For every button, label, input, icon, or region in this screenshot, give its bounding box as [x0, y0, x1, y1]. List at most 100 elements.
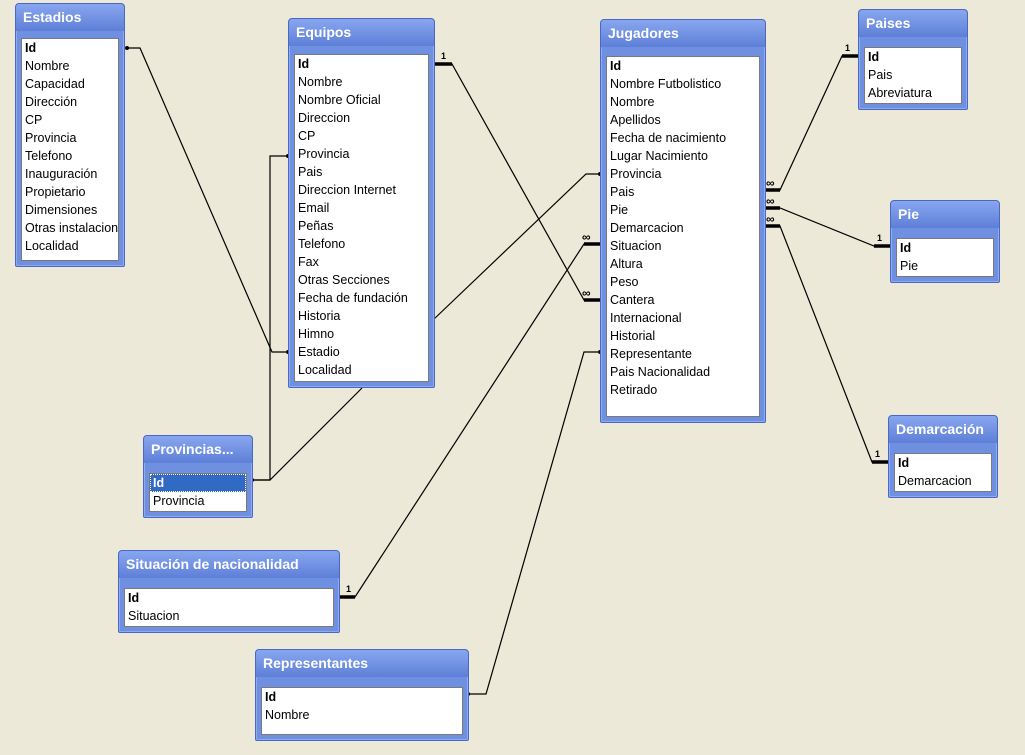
- cardinality-one-label: 1: [875, 449, 880, 459]
- table-jugadores[interactable]: Jugadores Id Nombre Futbolistico Nombre …: [600, 19, 766, 423]
- cardinality-one-label: 1: [877, 233, 882, 243]
- table-title[interactable]: Jugadores: [601, 20, 765, 47]
- field-primary-key[interactable]: Id: [610, 59, 622, 73]
- field[interactable]: Otras instalaciones: [25, 221, 118, 235]
- field[interactable]: CP: [25, 113, 43, 127]
- relation-pie-jugadores: [764, 207, 890, 247]
- field-primary-key[interactable]: Id: [265, 690, 277, 704]
- field[interactable]: Fecha de nacimiento: [610, 131, 727, 145]
- field[interactable]: Pais: [868, 68, 893, 82]
- table-estadios[interactable]: Estadios Id Nombre Capacidad Dirección C…: [15, 3, 125, 267]
- table-title[interactable]: Equipos: [289, 19, 434, 46]
- relation-demarcacion-jugadores: [764, 225, 888, 463]
- field[interactable]: Abreviatura: [868, 86, 932, 100]
- table-provincias[interactable]: Provincias... Id Provincia: [143, 435, 253, 518]
- table-title[interactable]: Pie: [891, 201, 999, 228]
- field-list[interactable]: Id Nombre: [261, 687, 463, 735]
- field[interactable]: Himno: [298, 327, 335, 341]
- field-primary-key[interactable]: Id: [298, 57, 310, 71]
- field[interactable]: Dimensiones: [25, 203, 98, 217]
- field[interactable]: Apellidos: [610, 113, 661, 127]
- table-title[interactable]: Demarcación: [889, 416, 997, 443]
- field-list[interactable]: Id Provincia: [149, 473, 247, 512]
- field[interactable]: Nombre: [265, 708, 310, 722]
- field[interactable]: Peñas: [298, 219, 334, 233]
- table-demarcacion[interactable]: Demarcación Id Demarcacion: [888, 415, 998, 498]
- table-title[interactable]: Estadios: [16, 4, 124, 31]
- cardinality-many-label: ∞: [766, 176, 775, 190]
- cardinality-many-label: ∞: [766, 194, 775, 208]
- table-title[interactable]: Provincias...: [144, 436, 252, 463]
- field-primary-key[interactable]: Id: [150, 474, 246, 492]
- field[interactable]: Provincia: [610, 167, 662, 181]
- field[interactable]: Representante: [610, 347, 693, 361]
- table-pie[interactable]: Pie Id Pie: [890, 200, 1000, 283]
- field[interactable]: Pais: [610, 185, 635, 199]
- field[interactable]: Dirección: [25, 95, 78, 109]
- field[interactable]: Provincia: [298, 147, 350, 161]
- field[interactable]: Pais: [298, 165, 323, 179]
- field-primary-key[interactable]: Id: [898, 456, 910, 470]
- relation-representantes-jugadores: [468, 351, 600, 695]
- table-title[interactable]: Situación de nacionalidad: [119, 551, 339, 578]
- table-title[interactable]: Representantes: [256, 650, 468, 677]
- field[interactable]: Demarcacion: [898, 474, 972, 488]
- table-paises[interactable]: Paises Id Pais Abreviatura: [858, 9, 968, 110]
- field[interactable]: Telefono: [25, 149, 73, 163]
- field[interactable]: Provincia: [153, 494, 205, 508]
- field[interactable]: Altura: [610, 257, 643, 271]
- field[interactable]: Internacional: [610, 311, 682, 325]
- field[interactable]: Telefono: [298, 237, 346, 251]
- field-list[interactable]: Id Situacion: [124, 588, 334, 627]
- field-list[interactable]: Id Nombre Capacidad Dirección CP Provinc…: [21, 38, 119, 261]
- table-representantes[interactable]: Representantes Id Nombre: [255, 649, 469, 741]
- field[interactable]: Otras Secciones: [298, 273, 390, 287]
- field[interactable]: Capacidad: [25, 77, 85, 91]
- field[interactable]: Situacion: [610, 239, 662, 253]
- field[interactable]: Pie: [610, 203, 629, 217]
- field-list[interactable]: Id Pie: [896, 238, 994, 277]
- field-primary-key[interactable]: Id: [25, 41, 37, 55]
- field[interactable]: Localidad: [298, 363, 352, 377]
- field-primary-key[interactable]: Id: [128, 591, 140, 605]
- field[interactable]: Provincia: [25, 131, 77, 145]
- table-equipos[interactable]: Equipos Id Nombre Nombre Oficial Direcci…: [288, 18, 435, 388]
- field[interactable]: Email: [298, 201, 330, 215]
- field[interactable]: Nombre Oficial: [298, 93, 381, 107]
- field[interactable]: Pais Nacionalidad: [610, 365, 711, 379]
- field[interactable]: Peso: [610, 275, 639, 289]
- field[interactable]: Lugar Nacimiento: [610, 149, 708, 163]
- field[interactable]: Fax: [298, 255, 319, 269]
- field[interactable]: Nombre Futbolistico: [610, 77, 722, 91]
- field[interactable]: CP: [298, 129, 316, 143]
- cardinality-one-label: 1: [845, 43, 850, 53]
- field-list[interactable]: Id Nombre Futbolistico Nombre Apellidos …: [606, 56, 760, 417]
- field[interactable]: Situacion: [128, 609, 180, 623]
- field[interactable]: Demarcacion: [610, 221, 684, 235]
- relation-equipos-jugadores: [433, 63, 600, 301]
- relation-estadios-equipos: [127, 47, 288, 353]
- field[interactable]: Pie: [900, 259, 919, 273]
- field[interactable]: Fecha de fundación: [298, 291, 408, 305]
- field-list[interactable]: Id Nombre Nombre Oficial Direccion CP Pr…: [294, 54, 429, 382]
- field[interactable]: Estadio: [298, 345, 340, 359]
- field-list[interactable]: Id Pais Abreviatura: [864, 47, 962, 104]
- field[interactable]: Historia: [298, 309, 341, 323]
- field[interactable]: Historial: [610, 329, 656, 343]
- field[interactable]: Localidad: [25, 239, 79, 253]
- table-title[interactable]: Paises: [859, 10, 967, 37]
- field[interactable]: Direccion: [298, 111, 351, 125]
- field[interactable]: Retirado: [610, 383, 658, 397]
- field[interactable]: Nombre: [298, 75, 343, 89]
- table-situacion-nacionalidad[interactable]: Situación de nacionalidad Id Situacion: [118, 550, 340, 633]
- field-list[interactable]: Id Demarcacion: [894, 453, 992, 492]
- field[interactable]: Cantera: [610, 293, 655, 307]
- field[interactable]: Nombre: [25, 59, 70, 73]
- field[interactable]: Direccion Internet: [298, 183, 396, 197]
- field[interactable]: Inauguración: [25, 167, 98, 181]
- field[interactable]: Nombre: [610, 95, 655, 109]
- field-primary-key[interactable]: Id: [900, 241, 912, 255]
- field[interactable]: Propietario: [25, 185, 86, 199]
- field-primary-key[interactable]: Id: [868, 50, 880, 64]
